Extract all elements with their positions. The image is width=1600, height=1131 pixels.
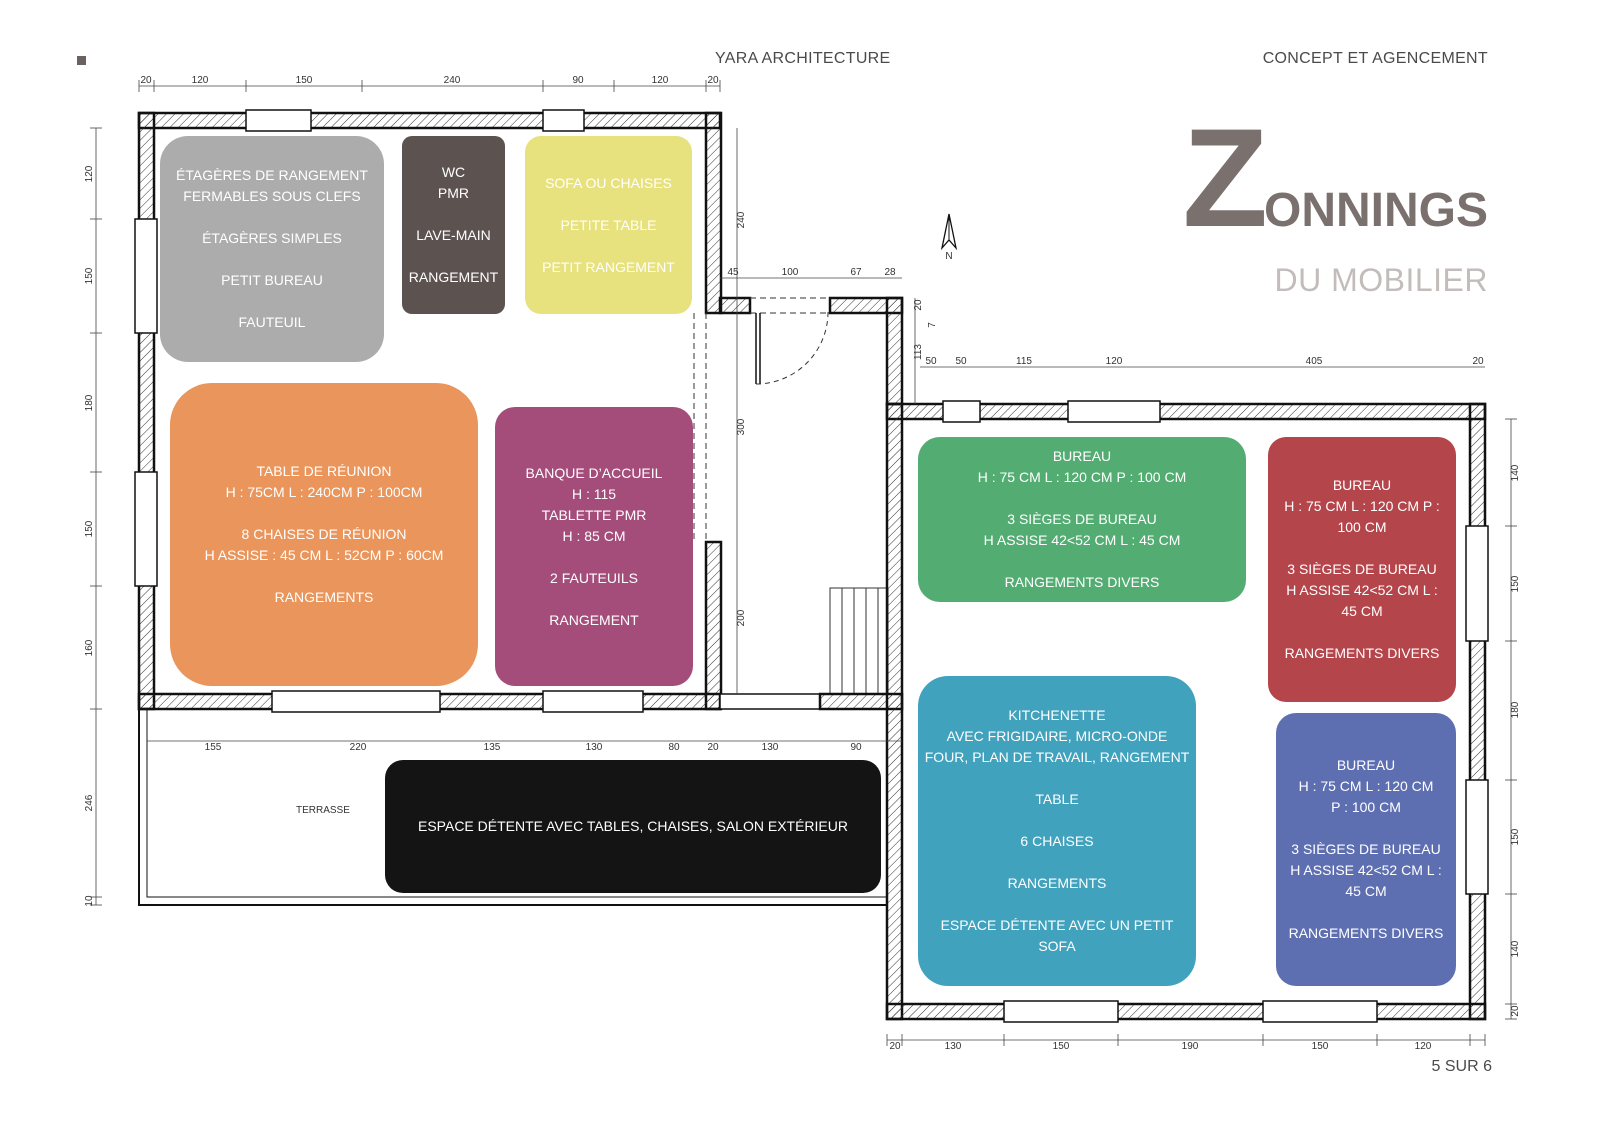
dim-label: 20 xyxy=(140,75,152,86)
dim-label: 405 xyxy=(1306,356,1323,367)
title-rest: ONNINGS xyxy=(1263,184,1488,237)
title-initial: Z xyxy=(1182,99,1268,256)
section-title: CONCEPT ET AGENCEMENT xyxy=(1262,50,1488,67)
page-number: 5 SUR 6 xyxy=(1431,1058,1492,1075)
zone-reception-text: BANQUE D’ACCUEIL H : 115 TABLETTE PMR H … xyxy=(525,464,663,628)
east-walls xyxy=(885,400,1489,1023)
north-label: N xyxy=(945,251,952,262)
dim-label: 10 xyxy=(84,895,95,907)
dim-label: 80 xyxy=(668,742,680,753)
zone-office-red: BUREAU H : 75 CM L : 120 CM P : 100 CM 3… xyxy=(1268,437,1456,702)
dim-label: 20 xyxy=(889,1041,901,1052)
dim-label: 20 xyxy=(913,299,924,311)
dim-label: 150 xyxy=(1312,1041,1329,1052)
dimension-ticks xyxy=(90,80,1517,1046)
north-arrow-icon: N xyxy=(940,213,958,262)
logo-square xyxy=(77,56,86,65)
dim-label: 180 xyxy=(1510,701,1521,718)
dim-label: 120 xyxy=(192,75,209,86)
dim-label: 115 xyxy=(1016,356,1032,367)
zone-office-green: BUREAU H : 75 CM L : 120 CM P : 100 CM 3… xyxy=(918,437,1246,602)
dim-label: 150 xyxy=(1053,1041,1070,1052)
zone-reception: BANQUE D’ACCUEIL H : 115 TABLETTE PMR H … xyxy=(495,407,693,686)
zone-meeting: TABLE DE RÉUNION H : 75CM L : 240CM P : … xyxy=(170,383,478,686)
dim-label: 90 xyxy=(572,75,584,86)
dim-label: 50 xyxy=(925,356,937,367)
dim-label: 135 xyxy=(484,742,501,753)
zone-sofa: SOFA OU CHAISES PETITE TABLE PETIT RANGE… xyxy=(525,136,692,314)
zone-office-green-text: BUREAU H : 75 CM L : 120 CM P : 100 CM 3… xyxy=(977,448,1187,590)
dim-label: 240 xyxy=(736,211,747,228)
zone-storage: ÉTAGÈRES DE RANGEMENT FERMABLES SOUS CLE… xyxy=(160,136,384,362)
dim-label: 120 xyxy=(1106,356,1123,367)
dim-label: 120 xyxy=(84,165,95,182)
dim-label: 240 xyxy=(444,75,461,86)
dim-label: 150 xyxy=(84,267,95,284)
dim-label: 200 xyxy=(736,609,747,626)
entrance-walls xyxy=(718,296,904,711)
page-subtitle: DU MOBILIER xyxy=(1274,262,1488,298)
zone-storage-text: ÉTAGÈRES DE RANGEMENT FERMABLES SOUS CLE… xyxy=(176,167,368,330)
dim-label: 180 xyxy=(84,394,95,411)
dim-label: 28 xyxy=(884,267,896,278)
dim-label: 130 xyxy=(586,742,603,753)
dim-label: 67 xyxy=(850,267,862,278)
zone-terrace: ESPACE DÉTENTE AVEC TABLES, CHAISES, SAL… xyxy=(385,760,881,893)
terrace-outline xyxy=(138,709,887,906)
page-title: ZONNINGS xyxy=(1182,108,1488,248)
dim-label: 150 xyxy=(1510,828,1521,845)
zone-office-red-text: BUREAU H : 75 CM L : 120 CM P : 100 CM 3… xyxy=(1284,477,1440,661)
zone-sofa-text: SOFA OU CHAISES PETITE TABLE PETIT RANGE… xyxy=(542,174,675,275)
zone-wc-text: WC PMR LAVE-MAIN RANGEMENT xyxy=(408,164,499,285)
dim-label: 113 xyxy=(913,344,924,360)
zone-kitchen: KITCHENETTE AVEC FRIGIDAIRE, MICRO-ONDE … xyxy=(918,676,1196,986)
dim-label: 140 xyxy=(1510,940,1521,957)
zone-office-blue-text: BUREAU H : 75 CM L : 120 CM P : 100 CM 3… xyxy=(1288,757,1444,941)
dim-label: 20 xyxy=(1510,1005,1521,1017)
dim-label: 20 xyxy=(707,742,719,753)
dim-label: 155 xyxy=(205,742,222,753)
dim-label: 130 xyxy=(762,742,779,753)
dim-label: 20 xyxy=(707,75,719,86)
dim-label: 300 xyxy=(736,418,747,435)
dim-label: 7 xyxy=(927,322,938,328)
dimension-lines xyxy=(95,85,1512,1041)
dim-label: 150 xyxy=(296,75,313,86)
zone-kitchen-text: KITCHENETTE AVEC FRIGIDAIRE, MICRO-ONDE … xyxy=(924,707,1190,954)
zone-meeting-text: TABLE DE RÉUNION H : 75CM L : 240CM P : … xyxy=(204,463,444,605)
firm-name: YARA ARCHITECTURE xyxy=(715,50,891,67)
dim-label: 20 xyxy=(1472,356,1484,367)
zone-terrace-text: ESPACE DÉTENTE AVEC TABLES, CHAISES, SAL… xyxy=(418,818,848,834)
dim-label: 120 xyxy=(652,75,669,86)
terrace-label: TERRASSE xyxy=(296,805,350,816)
dim-label: 190 xyxy=(1182,1041,1199,1052)
dim-label: 120 xyxy=(1415,1041,1432,1052)
dim-label: 140 xyxy=(1510,464,1521,481)
dim-label: 50 xyxy=(955,356,967,367)
zone-office-blue: BUREAU H : 75 CM L : 120 CM P : 100 CM 3… xyxy=(1276,713,1456,986)
dim-label: 130 xyxy=(945,1041,962,1052)
dim-label: 150 xyxy=(84,520,95,537)
zone-wc: WC PMR LAVE-MAIN RANGEMENT xyxy=(402,136,505,314)
dim-label: 150 xyxy=(1510,575,1521,592)
dim-label: 90 xyxy=(850,742,862,753)
dim-label: 246 xyxy=(84,794,95,811)
dim-label: 45 xyxy=(727,267,739,278)
dim-label: 100 xyxy=(782,267,799,278)
dim-label: 160 xyxy=(84,639,95,656)
dim-label: 220 xyxy=(350,742,367,753)
west-walls xyxy=(134,109,723,713)
